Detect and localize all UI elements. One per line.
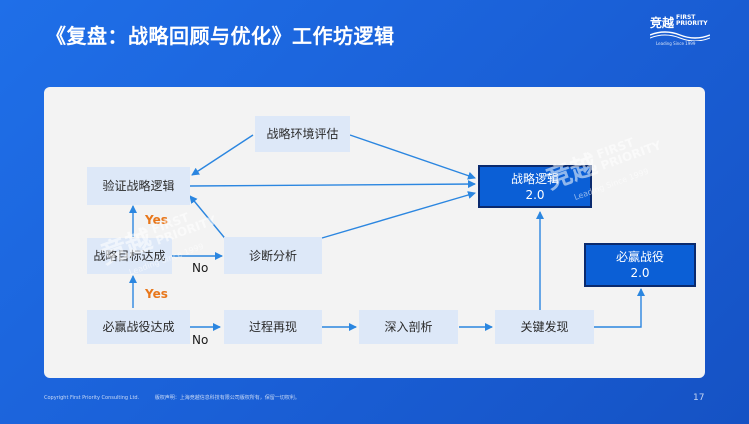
label-yes-upper: Yes [145, 213, 168, 227]
node-env-eval: 战略环境评估 [255, 116, 350, 152]
node-must-win-label: 必赢战役达成 [102, 320, 175, 334]
brand-logo: 竞越 FIRST PRIORITY Leading Since 1999 [650, 14, 720, 48]
node-strategy-goal-label: 战略目标达成 [93, 249, 166, 263]
node-deep-dive: 深入剖析 [359, 310, 458, 344]
label-yes-lower: Yes [145, 287, 168, 301]
logo-en-text: FIRST PRIORITY [676, 15, 716, 27]
node-strategy-goal: 战略目标达成 [87, 238, 172, 274]
node-key-findings-label: 关键发现 [520, 320, 569, 334]
arrow-env-to-logic2 [349, 134, 476, 180]
node-verify-logic: 验证战略逻辑 [87, 167, 190, 205]
node-key-findings: 关键发现 [495, 310, 594, 344]
node-env-eval-label: 战略环境评估 [266, 127, 339, 141]
node-diagnosis: 诊断分析 [224, 237, 322, 274]
node-diagnosis-label: 诊断分析 [248, 248, 297, 263]
node-must-win-2: 必赢战役 2.0 [584, 243, 696, 287]
logo-tagline: Leading Since 1999 [656, 41, 696, 46]
node-must-win: 必赢战役达成 [87, 310, 190, 344]
label-no-upper: No [192, 261, 209, 275]
logo-en-line2: PRIORITY [676, 20, 708, 27]
footer-copyright: Copyright First Priority Consulting Ltd. [44, 395, 140, 401]
footer: Copyright First Priority Consulting Ltd.… [44, 394, 314, 401]
logo-main-text: 竞越 [650, 16, 675, 30]
node-strategy-logic-2-version: 2.0 [525, 187, 545, 202]
arrow-env-to-verify [191, 134, 254, 176]
arrow-verify-to-logic2 [189, 180, 476, 189]
node-must-win-2-label: 必赢战役 [615, 250, 664, 264]
logo-en-line1: FIRST [676, 14, 696, 21]
wave-icon [650, 31, 710, 41]
node-strategy-logic-2: 战略逻辑 2.0 [478, 165, 592, 208]
node-process: 过程再现 [224, 310, 322, 344]
node-process-label: 过程再现 [248, 320, 297, 334]
label-no-lower: No [192, 333, 209, 347]
arrow-findings-to-mustwin2 [594, 288, 645, 328]
node-must-win-2-version: 2.0 [630, 266, 650, 280]
node-verify-logic-label: 验证战略逻辑 [102, 179, 175, 193]
node-strategy-logic-2-label: 战略逻辑 [510, 171, 559, 186]
footer-notice: 版权声明：上海竞越信息科技有限公司版权所有，保留一切权利。 [154, 395, 300, 401]
arrow-diagnosis-to-logic2 [321, 191, 476, 239]
page-title: 《复盘：战略回顾与优化》工作坊逻辑 [46, 24, 395, 48]
arrow-diagnosis-to-verify [189, 195, 229, 243]
node-deep-dive-label: 深入剖析 [384, 320, 433, 334]
page-number: 17 [693, 393, 705, 403]
